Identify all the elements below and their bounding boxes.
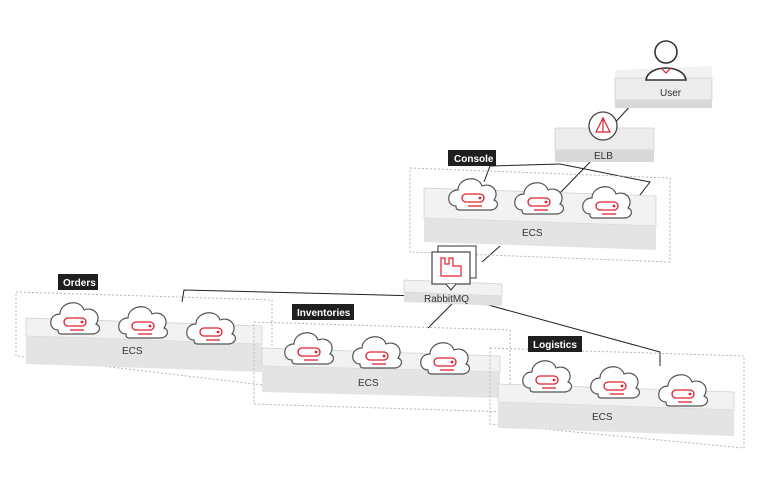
inventories-ecs-label: ECS	[358, 378, 379, 389]
ecs-cloud-icon	[590, 366, 641, 399]
inventories-group: Inventories ECS	[253, 304, 511, 413]
user-node: User	[614, 40, 713, 108]
elb-node: ELB	[554, 111, 655, 162]
user-label: User	[660, 88, 682, 99]
rabbitmq-to-logistics-connector	[469, 299, 661, 366]
ecs-cloud-icon	[658, 374, 709, 407]
ecs-cloud-icon	[284, 332, 335, 365]
inventories-tag-label: Inventories	[297, 308, 351, 319]
rabbitmq-to-inventories-connector	[427, 303, 453, 329]
elb-to-ecs-left-connector	[483, 163, 561, 183]
orders-group: Orders ECS	[15, 274, 273, 387]
ecs-cloud-icon	[420, 342, 471, 375]
orders-ecs-label: ECS	[122, 346, 143, 357]
ecs-cloud-icon	[582, 186, 633, 219]
logistics-tag-label: Logistics	[533, 340, 577, 351]
console-tag-label: Console	[454, 154, 494, 165]
logistics-group: Logistics ECS	[489, 336, 745, 449]
logistics-server-2	[590, 366, 641, 399]
console-server-1	[448, 178, 499, 211]
orders-tag	[58, 274, 98, 290]
user-avatar-icon	[645, 40, 687, 81]
orders-server-1	[50, 302, 101, 335]
ecs-cloud-icon	[118, 306, 169, 339]
console-ecs-label: ECS	[522, 228, 543, 239]
inventories-server-1	[284, 332, 335, 365]
orders-server-2	[118, 306, 169, 339]
console-group: Console ECS	[409, 150, 671, 263]
console-tag	[448, 150, 496, 166]
rabbitmq-node: RabbitMQ	[403, 245, 503, 306]
orders-server-3	[186, 312, 237, 345]
console-server-3	[582, 186, 633, 219]
ecs-cloud-icon	[352, 336, 403, 369]
ecs-cloud-icon	[448, 178, 499, 211]
rabbitmq-icon	[431, 245, 477, 291]
inventories-tag	[292, 304, 354, 320]
logistics-tag	[528, 336, 582, 352]
logistics-server-3	[658, 374, 709, 407]
elb-label: ELB	[594, 151, 613, 162]
logistics-ecs-label: ECS	[592, 412, 613, 423]
ecs-cloud-icon	[514, 182, 565, 215]
inventories-server-2	[352, 336, 403, 369]
load-balancer-icon	[588, 111, 618, 141]
inventories-server-3	[420, 342, 471, 375]
orders-tag-label: Orders	[63, 278, 96, 289]
ecs-cloud-icon	[50, 302, 101, 335]
ecs-cloud-icon	[186, 312, 237, 345]
console-server-2	[514, 182, 565, 215]
ecs-to-rabbitmq-connector	[481, 245, 501, 263]
rabbitmq-to-orders-connector	[181, 289, 421, 303]
rabbitmq-label: RabbitMQ	[424, 294, 469, 305]
logistics-server-1	[522, 360, 573, 393]
ecs-cloud-icon	[522, 360, 573, 393]
elb-to-ecs-connector	[559, 159, 593, 194]
